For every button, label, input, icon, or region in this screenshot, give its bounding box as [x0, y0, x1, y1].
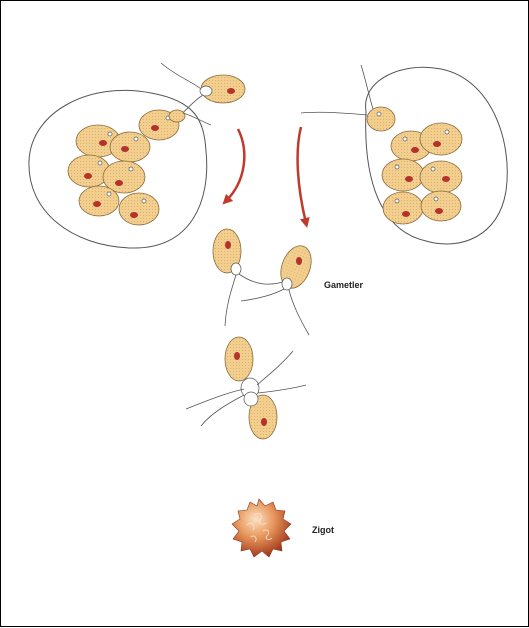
gamete-right: [241, 242, 317, 335]
left-colony: [29, 63, 245, 248]
left-escaping-gamete: [161, 63, 245, 125]
left-colony-cells: [68, 110, 179, 225]
left-arrow: [226, 129, 244, 201]
gamete-left: [213, 229, 286, 326]
release-arrows: [226, 127, 306, 223]
zygote-cell: [232, 499, 291, 557]
right-colony-cells: [367, 107, 462, 224]
zygote-label: Zigot: [312, 525, 334, 535]
fusing-gametes: [186, 337, 306, 439]
right-arrow: [298, 127, 306, 223]
gametes-label: Gametler: [324, 280, 364, 290]
zygote: Zigot: [232, 499, 334, 557]
gametes: Gametler: [213, 229, 364, 335]
right-colony: [301, 65, 507, 244]
